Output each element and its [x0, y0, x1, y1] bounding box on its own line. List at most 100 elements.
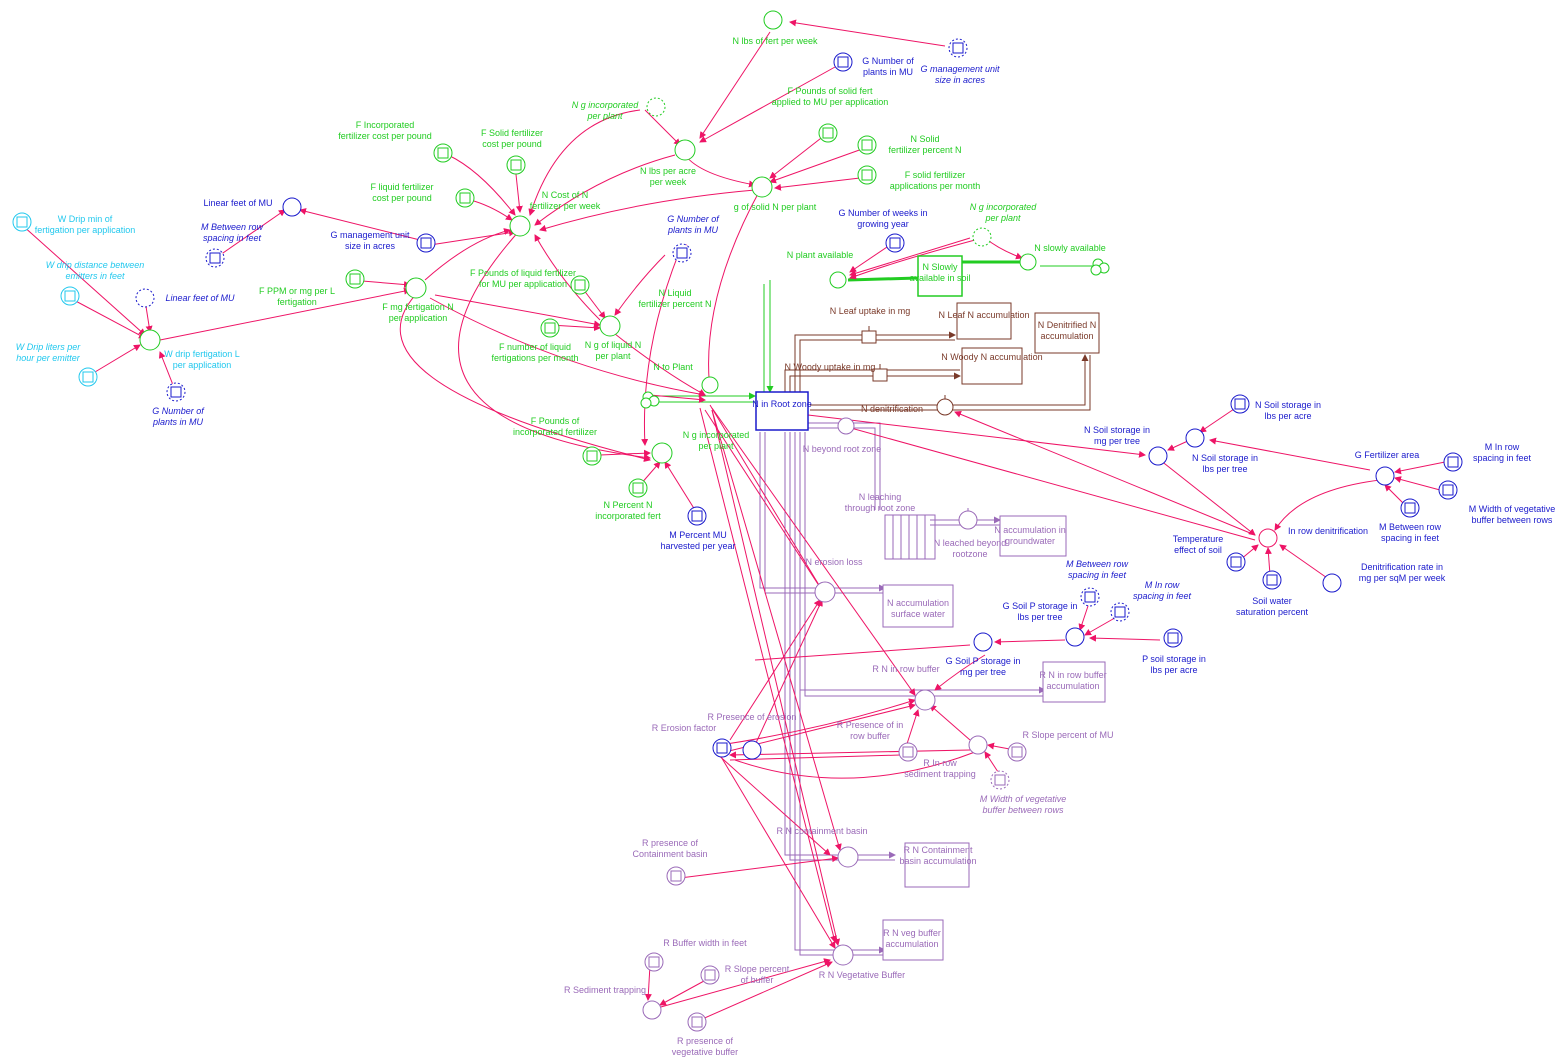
w-drip-liters-icon[interactable] — [78, 367, 98, 387]
g-num-plants-mid-icon[interactable] — [672, 243, 692, 263]
m-between-row-right-icon[interactable] — [1400, 498, 1420, 518]
conv-n-erosion-loss[interactable] — [814, 581, 836, 603]
m-between-row-left-icon[interactable] — [205, 248, 225, 268]
label-line-2: buffer between rows — [1472, 515, 1553, 525]
valve-to-plant[interactable] — [701, 376, 719, 394]
g-mgmt-unit-top-icon[interactable] — [948, 38, 968, 58]
r-buffer-width-icon[interactable] — [644, 952, 664, 972]
label-n-plant-avail: N plant available — [787, 250, 854, 260]
r-n-veg-acc-stock[interactable] — [882, 919, 944, 961]
conv-denit-rate[interactable] — [1322, 573, 1342, 593]
n-denit-acc-stock[interactable] — [1034, 312, 1100, 354]
n-woody-acc-stock[interactable] — [961, 347, 1023, 385]
label-line-2: fertigation per application — [35, 225, 136, 235]
m-between-row-mid-icon[interactable] — [1080, 587, 1100, 607]
conv-n-soil-lbs-tree[interactable] — [1185, 428, 1205, 448]
g-num-plants-top-icon[interactable] — [833, 52, 853, 72]
label-line-2: spacing in feet — [1473, 453, 1532, 463]
valve-plant-avail[interactable] — [829, 271, 847, 289]
conv-g-soil-p-lbs[interactable] — [1065, 627, 1085, 647]
r-erosion-factor-icon[interactable] — [712, 738, 732, 758]
m-width-veg-right-icon[interactable] — [1438, 480, 1458, 500]
label-r-slope-mu: R Slope percent of MU — [1022, 730, 1113, 740]
conv-r-n-veg-buffer[interactable] — [832, 944, 854, 966]
conv-n-g-incorp-top[interactable] — [646, 97, 666, 117]
conv-n-lbs-fert-week[interactable] — [763, 10, 783, 30]
w-drip-dist-icon[interactable] — [60, 286, 80, 306]
n-acc-surface-stock[interactable] — [882, 584, 954, 628]
r-n-containment-acc-stock[interactable] — [904, 842, 970, 888]
conv-linear-feet[interactable] — [282, 197, 302, 217]
p-soil-lbs-acre-icon[interactable] — [1163, 628, 1183, 648]
label-line-2: accumulation — [1040, 331, 1093, 341]
n-pct-incorp-icon[interactable] — [628, 478, 648, 498]
r-n-in-row-acc-stock[interactable] — [1042, 661, 1106, 703]
r-presence-containment-icon[interactable] — [666, 866, 686, 886]
conv-r-presence-erosion[interactable] — [742, 740, 762, 760]
conv-g-fert-area[interactable] — [1375, 466, 1395, 486]
conv-g-soil-p-mg[interactable] — [973, 632, 993, 652]
valve-woody-uptake[interactable] — [872, 364, 888, 382]
w-drip-min-icon[interactable] — [12, 212, 32, 232]
r-slope-buffer-icon[interactable] — [700, 965, 720, 985]
conv-n-soil-mg-tree[interactable] — [1148, 446, 1168, 466]
f-solid-apps-icon[interactable] — [857, 165, 877, 185]
leaching-conveyor[interactable] — [884, 514, 936, 560]
f-incorp-cost-icon[interactable] — [433, 143, 453, 163]
f-pounds-liquid-icon[interactable] — [570, 275, 590, 295]
f-pounds-solid-icon[interactable] — [818, 123, 838, 143]
label-n-woody-acc: N Woody N accumulation — [941, 352, 1042, 362]
conv-r-n-in-row[interactable] — [914, 689, 936, 711]
conv-r-n-containment[interactable] — [837, 846, 859, 868]
temp-effect-icon[interactable] — [1226, 552, 1246, 572]
conv-n-cost-week[interactable] — [509, 215, 531, 237]
r-presence-veg-icon[interactable] — [687, 1012, 707, 1032]
m-width-veg-mid-icon[interactable] — [990, 770, 1010, 790]
g-weeks-icon[interactable] — [885, 233, 905, 253]
f-ppm-icon[interactable] — [345, 269, 365, 289]
conv-in-row-denit[interactable] — [1258, 528, 1278, 548]
n-root-zone-stock[interactable] — [755, 391, 809, 431]
conv-n-g-liquid[interactable] — [599, 315, 621, 337]
label-line-2: per plant — [984, 213, 1021, 223]
valve-denit[interactable] — [936, 395, 954, 416]
valve-slowly-avail[interactable] — [1019, 253, 1037, 271]
m-in-row-right-icon[interactable] — [1443, 452, 1463, 472]
n-soil-lbs-acre-icon[interactable] — [1230, 394, 1250, 414]
r-slope-mu-icon[interactable] — [1007, 742, 1027, 762]
n-leaf-acc-stock[interactable] — [956, 302, 1012, 340]
valve-leaf-uptake[interactable] — [861, 326, 877, 344]
g-mgmt-unit-left-icon[interactable] — [416, 233, 436, 253]
conv-n-g-incorp-low[interactable] — [651, 442, 673, 464]
m-pct-harvest-icon[interactable] — [687, 506, 707, 526]
conv-n-slowly-ghost[interactable] — [972, 227, 992, 247]
n-slowly-soil-stock[interactable] — [917, 255, 963, 297]
m-in-row-mid-icon[interactable] — [1110, 602, 1130, 622]
g-num-plants-left-icon[interactable] — [166, 382, 186, 402]
f-pounds-incorp-icon[interactable] — [582, 446, 602, 466]
conv-r-sediment-trapping[interactable] — [642, 1000, 662, 1020]
label-n-erosion-loss: N erosion loss — [805, 557, 863, 567]
valve-leached[interactable] — [958, 508, 978, 530]
conv-r-slope-mu[interactable] — [968, 735, 988, 755]
f-num-liquid-icon[interactable] — [540, 318, 560, 338]
label-line-2: row buffer — [850, 731, 890, 741]
f-liquid-cost-icon[interactable] — [455, 188, 475, 208]
f-solid-cost-icon[interactable] — [506, 155, 526, 175]
label-r-presence-erosion: R Presence of erosion — [707, 712, 796, 722]
conv-w-drip-fert-l[interactable] — [139, 329, 161, 351]
n-acc-ground-stock[interactable] — [999, 515, 1067, 557]
n-solid-pct-icon[interactable] — [857, 135, 877, 155]
r-presence-in-row-icon[interactable] — [898, 742, 918, 762]
valve-beyond-root[interactable] — [837, 417, 855, 435]
conv-g-solid-plant[interactable] — [751, 176, 773, 198]
conv-n-lbs-per-acre[interactable] — [674, 139, 696, 161]
conv-linear-feet-ghost[interactable] — [135, 288, 155, 308]
conv-f-mg-fert[interactable] — [405, 277, 427, 299]
soil-water-icon[interactable] — [1262, 570, 1282, 590]
